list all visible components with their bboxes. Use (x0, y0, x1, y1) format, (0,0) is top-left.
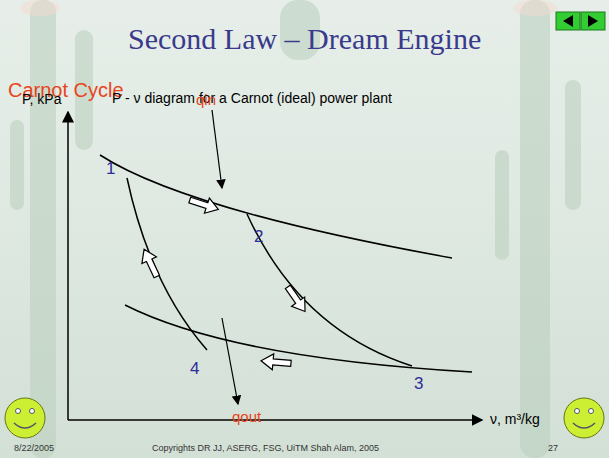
nav-buttons (556, 12, 605, 30)
state-number: 1 (106, 160, 115, 179)
slide-title: Second Law – Dream Engine (128, 22, 481, 55)
state-number: 4 (190, 360, 199, 379)
heat-label: qin (196, 92, 216, 109)
axis-label: ν, m³/kg (490, 412, 540, 427)
footer-date: 8/22/2005 (14, 444, 54, 454)
diagram-caption: P - ν diagram for a Carnot (ideal) power… (112, 91, 392, 106)
axes (68, 112, 482, 420)
state-number: 3 (414, 375, 423, 394)
axis-label: P, kPa (22, 92, 61, 107)
heat-label: qout (232, 409, 261, 426)
cycle-curves (100, 155, 472, 372)
page-number: 27 (548, 444, 558, 454)
state-number: 2 (254, 228, 263, 247)
process-arrow (137, 192, 312, 371)
footer-copyright: Copyrights DR JJ, ASERG, FSG, UiTM Shah … (152, 444, 379, 454)
smiley-icon (5, 398, 604, 438)
heat-arrow (212, 110, 238, 404)
